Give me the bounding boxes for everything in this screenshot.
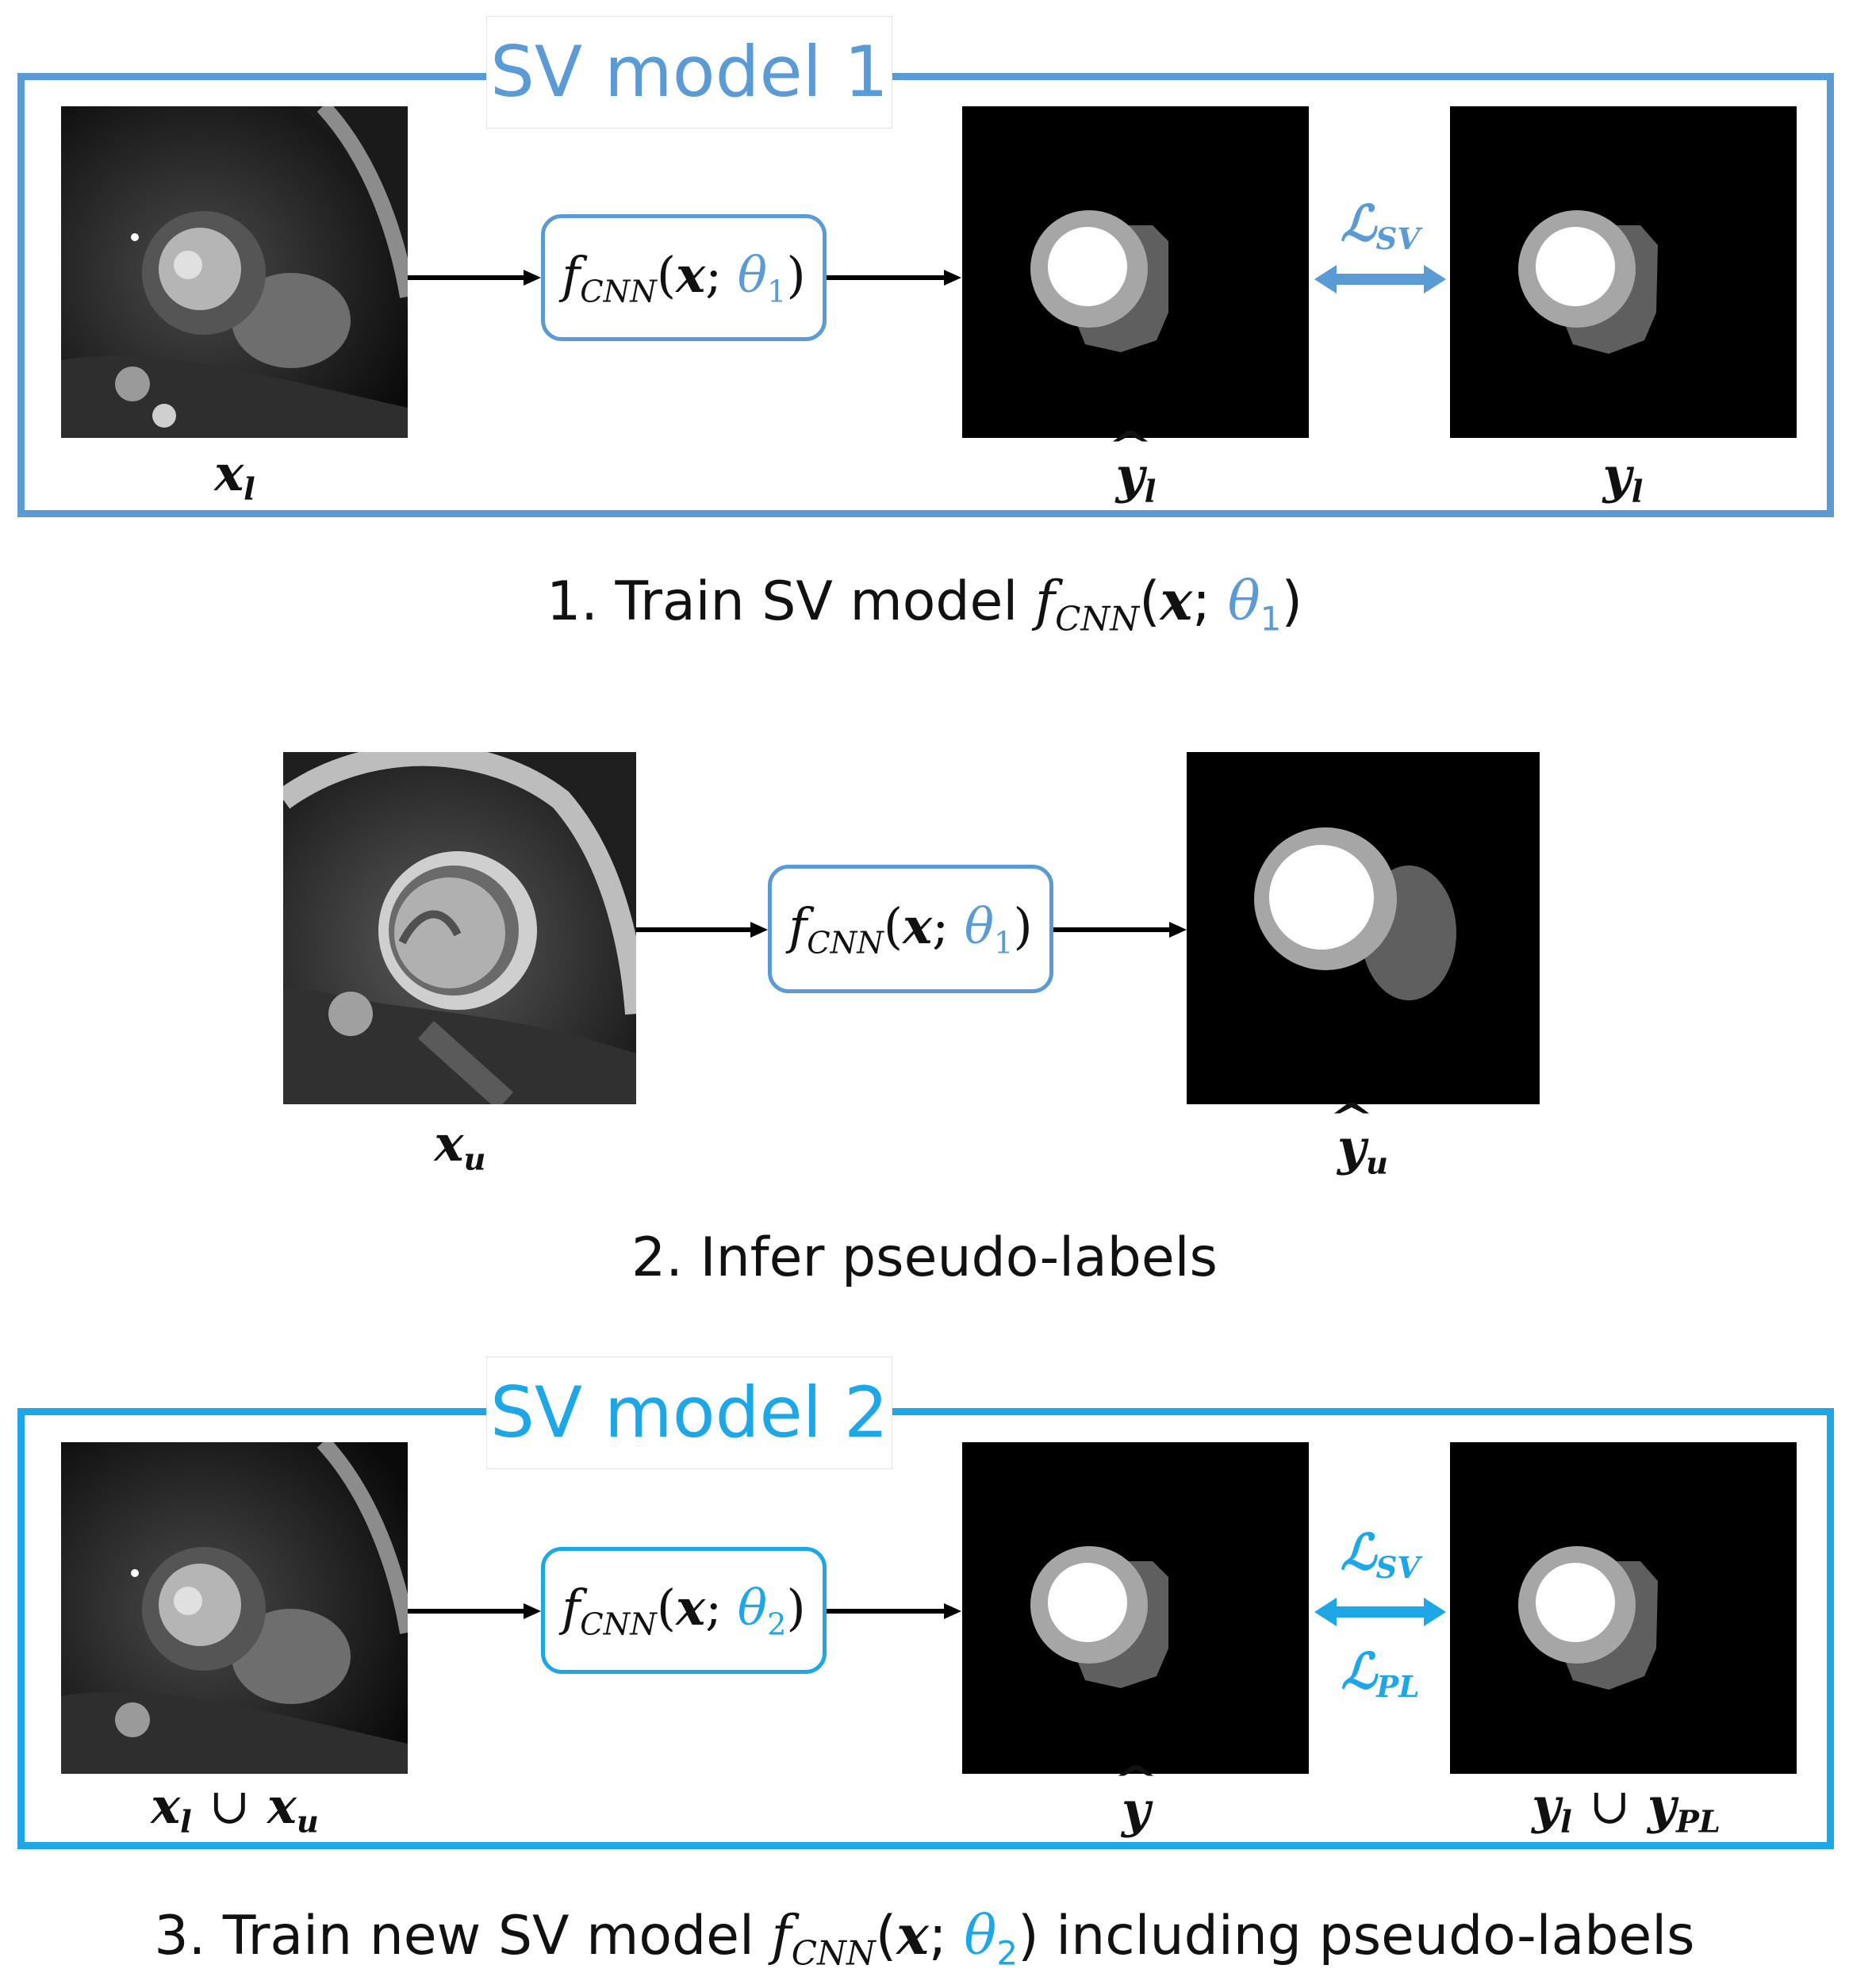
sv-model-1-frame — [17, 73, 1834, 517]
sv-model-1-title: SV model 1 — [486, 16, 892, 129]
cnn-function-box-3: fCNN(x; θ2) — [541, 1547, 827, 1674]
arrow-function-to-prediction-1 — [827, 270, 961, 286]
caption-step-1: 1. Train SV model fCNN(x; θ1) — [546, 570, 1303, 639]
prediction-label-y-hat: y — [1057, 1781, 1215, 1839]
cnn-function-box-1: fCNN(x; θ1) — [541, 214, 827, 341]
caption-step-3: 3. Train new SV model fCNN(x; θ2) includ… — [154, 1904, 1695, 1973]
loss-double-arrow-1 — [1314, 265, 1446, 294]
prediction-label-y-hat-u: yu — [1283, 1119, 1442, 1182]
loss-pl-label-3: ℒPL — [1341, 1642, 1420, 1705]
target-label-y-l-union-y-pl: yl ∪ yPL — [1532, 1777, 1720, 1840]
predicted-segmentation-image-1 — [962, 106, 1309, 438]
loss-double-arrow-3 — [1314, 1598, 1446, 1626]
ground-truth-segmentation-image-1 — [1450, 106, 1797, 438]
input-label-x-l: xl — [214, 444, 255, 508]
arrow-input-to-function-3 — [408, 1603, 541, 1619]
loss-sv-label-3: ℒSV — [1340, 1523, 1421, 1586]
arrow-function-to-prediction-2 — [1053, 922, 1187, 938]
mri-input-unlabeled-image — [283, 752, 636, 1104]
cnn-function-box-2: fCNN(x; θ1) — [768, 865, 1053, 993]
target-label-y-l: yl — [1602, 447, 1644, 510]
arrow-input-to-function-1 — [408, 270, 541, 286]
prediction-label-y-hat-l: yl — [1057, 447, 1215, 510]
caption-step-2: 2. Infer pseudo-labels — [631, 1226, 1218, 1289]
arrow-input-to-function-2 — [636, 922, 768, 938]
loss-sv-label-1: ℒSV — [1340, 194, 1421, 257]
ground-truth-and-pseudo-label-image — [1450, 1442, 1797, 1774]
input-label-x-l-union-x-u: xl ∪ xu — [151, 1777, 319, 1840]
input-label-x-u: xu — [434, 1115, 486, 1178]
mri-input-labeled-image — [61, 106, 408, 438]
sv-model-2-title: SV model 2 — [486, 1357, 892, 1469]
arrow-function-to-prediction-3 — [827, 1603, 961, 1619]
mri-input-combined-image — [61, 1442, 408, 1774]
predicted-segmentation-image-3 — [962, 1442, 1309, 1774]
pseudo-label-segmentation-image — [1187, 752, 1540, 1104]
sv-model-2-frame — [17, 1408, 1834, 1849]
